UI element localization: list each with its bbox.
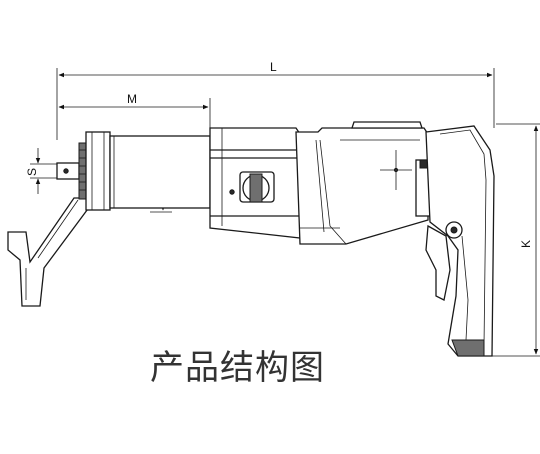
dimension-k: K xyxy=(486,123,540,357)
motor-housing xyxy=(209,127,301,239)
square-drive xyxy=(56,162,80,180)
reaction-arm xyxy=(7,197,98,307)
dimension-l: L xyxy=(56,60,495,140)
dimension-label-k: K xyxy=(519,240,533,248)
handle xyxy=(425,125,495,357)
gear-head xyxy=(78,131,211,211)
dimension-label-l: L xyxy=(270,60,277,74)
dimension-label-s: S xyxy=(25,168,39,176)
body-cover xyxy=(295,121,429,245)
dimension-m: M xyxy=(58,92,211,130)
dimension-label-m: M xyxy=(127,92,137,106)
diagram-caption: 产品结构图 xyxy=(150,348,325,388)
